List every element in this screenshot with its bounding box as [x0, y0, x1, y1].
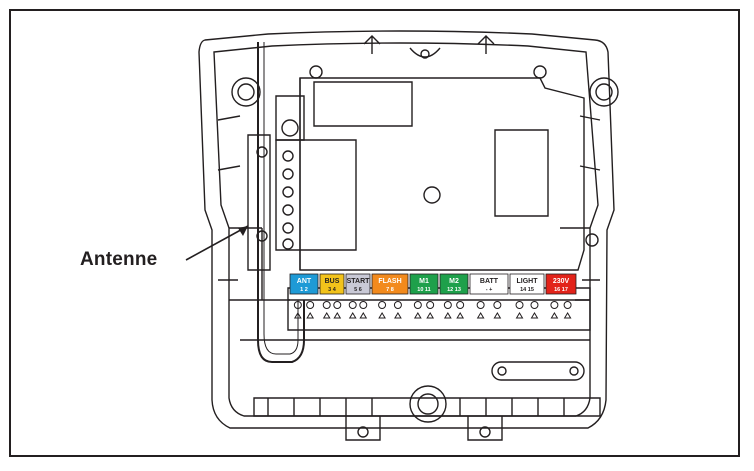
terminal-color-block — [545, 273, 577, 295]
terminal-color-block — [345, 273, 371, 295]
terminal-color-block — [289, 273, 319, 295]
terminal-ant: ANT 1 2 — [289, 273, 319, 295]
terminal-release-tab — [333, 312, 342, 319]
housing-outline — [198, 30, 615, 429]
terminal-release-tab — [476, 312, 485, 319]
cable-gland — [409, 385, 447, 423]
terminal-release-tab — [493, 312, 502, 319]
terminal-screw — [378, 301, 387, 309]
terminal-light: LIGHT 14 15 — [509, 273, 545, 295]
terminal-pins: 7 8 — [386, 287, 394, 293]
terminal-release-tab — [515, 312, 524, 319]
terminal-release-tab — [550, 312, 559, 319]
terminal-label: LIGHT — [517, 278, 539, 285]
terminal-release-tab — [530, 312, 539, 319]
terminal-screw — [550, 301, 559, 309]
terminal-pins: 16 17 — [554, 287, 568, 293]
terminal-release-tab — [348, 312, 357, 319]
terminal-bus: BUS 3 4 — [319, 273, 345, 295]
terminal-screw — [443, 301, 452, 309]
antenna-callout-label: Antenne — [80, 249, 158, 270]
terminal-release-tab — [293, 312, 302, 319]
terminal-release-tab — [413, 312, 422, 319]
terminal-release-tab — [394, 312, 402, 319]
terminal-release-tab — [359, 312, 368, 319]
terminal-screw — [322, 301, 331, 309]
terminal-release-tab — [443, 312, 452, 319]
terminal-batt: BATT - + — [469, 273, 509, 295]
terminal-color-block — [371, 273, 409, 295]
terminal-pins: - + — [486, 287, 493, 293]
terminal-screw — [493, 301, 502, 309]
terminal-color-block — [319, 273, 345, 295]
mount-hole-left — [231, 77, 261, 107]
terminal-label: M2 — [449, 278, 459, 285]
terminal-screw — [393, 301, 402, 309]
terminal-release-tab — [378, 312, 386, 319]
terminal-screw — [333, 301, 342, 309]
mount-hole-right — [589, 77, 619, 107]
terminal-color-block — [409, 273, 439, 295]
terminal-screw — [348, 301, 357, 309]
terminal-label: BATT — [480, 278, 499, 285]
terminal-screw — [456, 301, 465, 309]
terminal-screw — [530, 301, 539, 309]
terminal-screw — [515, 301, 524, 309]
terminal-label: FLASH — [378, 278, 401, 285]
terminal-color-block — [509, 273, 545, 295]
terminal-230v: 230V 16 17 — [545, 273, 577, 295]
terminal-pins: 1 2 — [300, 287, 308, 293]
terminal-release-tab — [456, 312, 465, 319]
terminal-start: START 5 6 — [345, 273, 371, 295]
terminal-screw — [293, 301, 302, 309]
terminal-flash: FLASH 7 8 — [371, 273, 409, 295]
terminal-color-block — [439, 273, 469, 295]
terminal-label: M1 — [419, 278, 429, 285]
terminal-screw — [563, 301, 572, 309]
terminal-block-row: ANT 1 2 BUS 3 4 START 5 6 FLASH 7 8 M1 10 11 M2 12 … — [289, 273, 577, 295]
terminal-label: 230V — [553, 278, 570, 285]
terminal-label: ANT — [297, 278, 312, 285]
terminal-label: START — [347, 278, 371, 285]
terminal-m1: M1 10 11 — [409, 273, 439, 295]
terminal-pins: 12 13 — [447, 287, 461, 293]
terminal-m2: M2 12 13 — [439, 273, 469, 295]
terminal-pins: 10 11 — [417, 287, 430, 293]
terminal-screw — [306, 301, 315, 309]
circuit-board — [299, 77, 585, 271]
figure-frame — [9, 9, 740, 457]
terminal-color-block — [469, 273, 509, 295]
terminal-pins: 14 15 — [520, 287, 534, 293]
terminal-screw — [476, 301, 485, 309]
terminal-release-tab — [306, 312, 315, 319]
terminal-screw — [359, 301, 368, 309]
terminal-release-tab — [426, 312, 435, 319]
terminal-screw — [426, 301, 435, 309]
terminal-screw — [413, 301, 422, 309]
antenna-wire — [257, 42, 305, 363]
callout-arrow — [185, 225, 249, 261]
terminal-release-tab — [322, 312, 331, 319]
terminal-label: BUS — [325, 278, 340, 285]
terminal-pins: 3 4 — [328, 287, 337, 293]
terminal-pins: 5 6 — [354, 287, 362, 293]
terminal-release-tab — [563, 312, 572, 319]
